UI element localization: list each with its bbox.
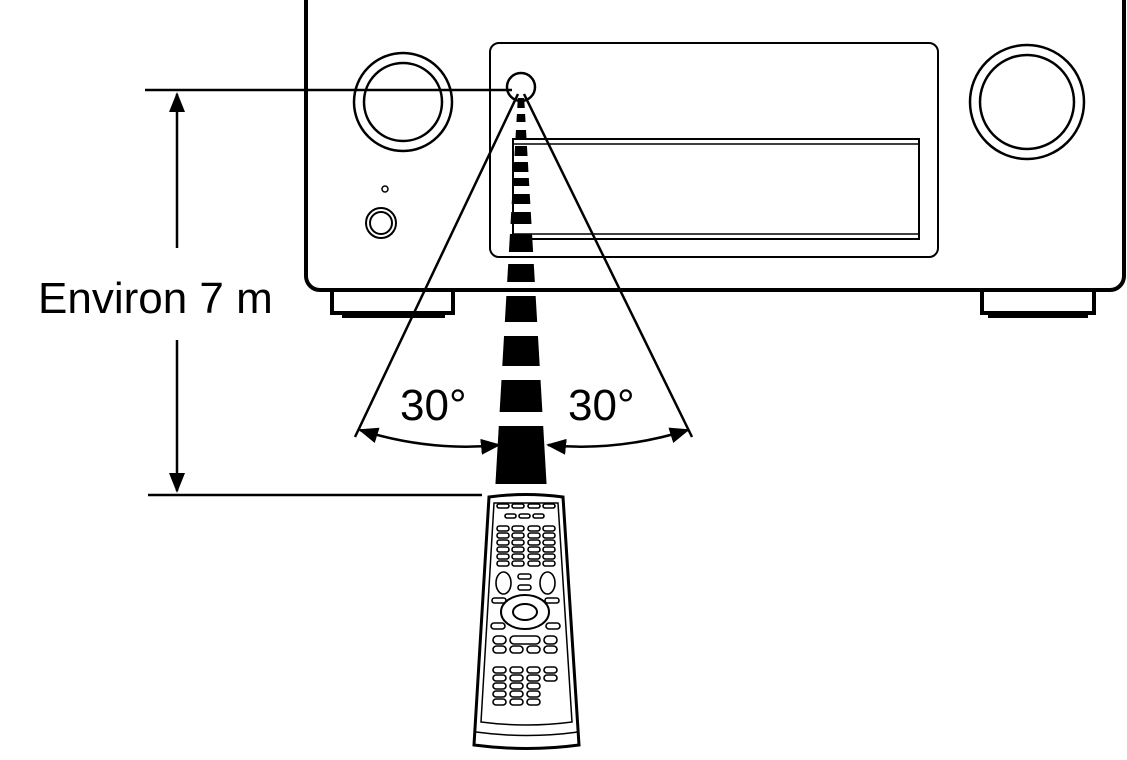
remote-button [509,674,524,682]
remote-button [527,539,541,546]
remote-button [492,698,507,706]
angle-arc-right [546,427,690,455]
beam-dash [504,296,538,322]
remote-button [527,553,541,560]
power-led [381,185,389,193]
remote-button [542,503,556,509]
av-receiver [304,0,1126,318]
remote-button [526,666,541,674]
remote-button [496,532,510,539]
beam-dash [512,178,530,186]
beam-dash [508,234,534,252]
remote-button [542,532,556,539]
remote-button [511,539,525,546]
distance-dimension [145,88,512,497]
remote-button [509,666,524,674]
remote-button [527,546,541,553]
remote-button [527,532,541,539]
remote-control [472,493,581,750]
angle-right-label: 30° [568,381,635,430]
remote-button [527,503,541,509]
remote-button [517,573,532,580]
remote-button [511,503,525,509]
angle-left-label: 30° [400,381,467,430]
remote-button [543,666,558,674]
remote-button [496,553,510,560]
remote-button [527,560,541,567]
remote-button [504,513,517,519]
beam-dash [511,194,531,204]
remote-button [492,674,507,682]
remote-button [496,539,510,546]
remote-button [526,698,541,706]
remote-button [511,525,525,532]
beam-dash [514,146,528,156]
remote-button [542,546,556,553]
beam-dash [507,264,535,282]
remote-button [511,532,525,539]
remote-button [543,645,558,654]
remote-button [532,513,545,519]
remote-button [509,645,524,654]
remote-button [490,622,506,630]
beam-dash [495,426,547,484]
remote-button [511,553,525,560]
remote-button [518,513,531,519]
distance-label: Environ 7 m [38,274,273,323]
remote-button [544,597,560,604]
remote-button [526,645,541,654]
remote-button [509,690,524,698]
beam-dash [517,98,525,108]
remote-button [509,635,541,645]
remote-button [492,666,507,674]
remote-button [509,682,524,690]
remote-button [542,525,556,532]
beam-dash [515,130,527,138]
beam-dash [499,380,543,412]
remote-button [542,560,556,567]
remote-button [543,635,558,645]
power-button [365,207,397,239]
remote-button [527,525,541,532]
remote-button [496,546,510,553]
remote-button [492,682,507,690]
beam-dash [510,212,532,224]
remote-sensor [505,71,537,103]
ir-beam [353,93,694,484]
remote-button [511,560,525,567]
volume-knob-right [968,43,1086,161]
remote-button [496,560,510,567]
remote-button [496,525,510,532]
beam-dash [516,114,526,122]
remote-button [526,674,541,682]
beam-dash [502,336,540,366]
receiver-foot-right [980,292,1096,315]
remote-button [509,698,524,706]
remote-button [492,690,507,698]
remote-button [511,546,525,553]
display-window [489,42,939,258]
remote-button [496,503,510,509]
angle-arc-left [358,427,501,455]
receiver-foot-left [330,292,455,315]
remote-button [545,622,561,630]
volume-knob-left [352,51,454,153]
remote-button [492,635,507,645]
remote-button [526,690,541,698]
remote-button [539,571,556,595]
angle-arcs [358,427,690,455]
remote-dpad [500,594,550,630]
remote-button [492,645,507,654]
remote-button [542,553,556,560]
remote-button [543,674,558,682]
remote-button [517,584,532,591]
remote-button [526,682,541,690]
remote-button [542,539,556,546]
remote-button [495,571,512,595]
beam-dash [513,162,529,172]
display-panel [512,138,920,240]
